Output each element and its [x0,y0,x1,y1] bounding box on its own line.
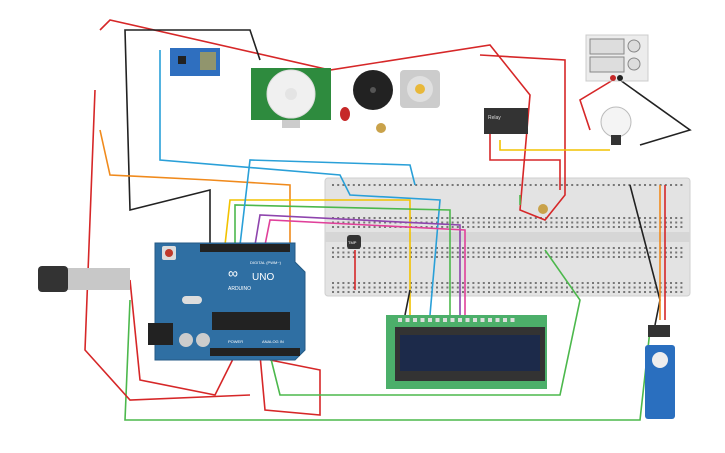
digital-header [200,244,290,252]
wire-black[interactable] [124,29,261,245]
relay[interactable]: Relay [484,108,528,134]
wire-purple[interactable] [254,214,461,315]
wire-red[interactable] [489,130,561,190]
wire-pink[interactable] [264,219,466,315]
atmega-chip [212,312,290,330]
power-supply[interactable] [585,34,649,82]
brand-logo-infinity: ∞ [228,265,238,281]
lcd-screen [400,335,540,371]
usb-plug [38,266,68,292]
power-label: POWER [228,339,243,344]
wire-blue[interactable] [239,159,416,246]
wire-red[interactable] [129,279,236,396]
wire-red[interactable] [259,354,321,416]
wire-black[interactable] [404,289,411,316]
wire-green[interactable] [234,204,451,315]
temperature-sensor[interactable]: TMP [347,235,361,249]
pir-sensor[interactable] [251,68,331,128]
wire-green[interactable] [269,249,581,396]
analog-label: ANALOG IN [262,339,284,344]
power-jack [148,323,173,345]
breadboard[interactable] [324,177,691,297]
wire-yellow[interactable] [224,199,411,315]
power-analog-header [210,348,300,356]
esp8266-wifi[interactable] [170,48,220,76]
dc-motor[interactable] [400,70,440,108]
digital-label: DIGITAL (PWM~) [250,260,282,265]
piezo-buzzer[interactable] [353,70,393,110]
arduino-uno[interactable]: ∞ ARDUINO UNO DIGITAL (PWM~) POWER ANALO… [38,242,306,361]
brand-label: ARDUINO [228,286,251,292]
wire-black[interactable] [619,79,692,146]
wire-yellow[interactable] [499,140,610,151]
wire-red[interactable] [579,79,614,131]
usb-cable [58,268,130,290]
photoresistor[interactable] [376,123,548,214]
wire-red[interactable] [84,89,251,401]
relay-label: Relay [488,115,501,121]
lcd-16x2[interactable] [386,315,547,389]
wires [84,19,692,421]
red-led[interactable] [340,107,350,121]
wire-red[interactable] [99,19,566,221]
wire-orange[interactable] [99,129,291,245]
tmp-label: TMP [348,240,357,245]
wire-blue[interactable] [159,50,441,316]
light-bulb[interactable] [600,106,632,145]
micro-servo[interactable] [645,325,675,419]
model-label: UNO [252,272,274,283]
